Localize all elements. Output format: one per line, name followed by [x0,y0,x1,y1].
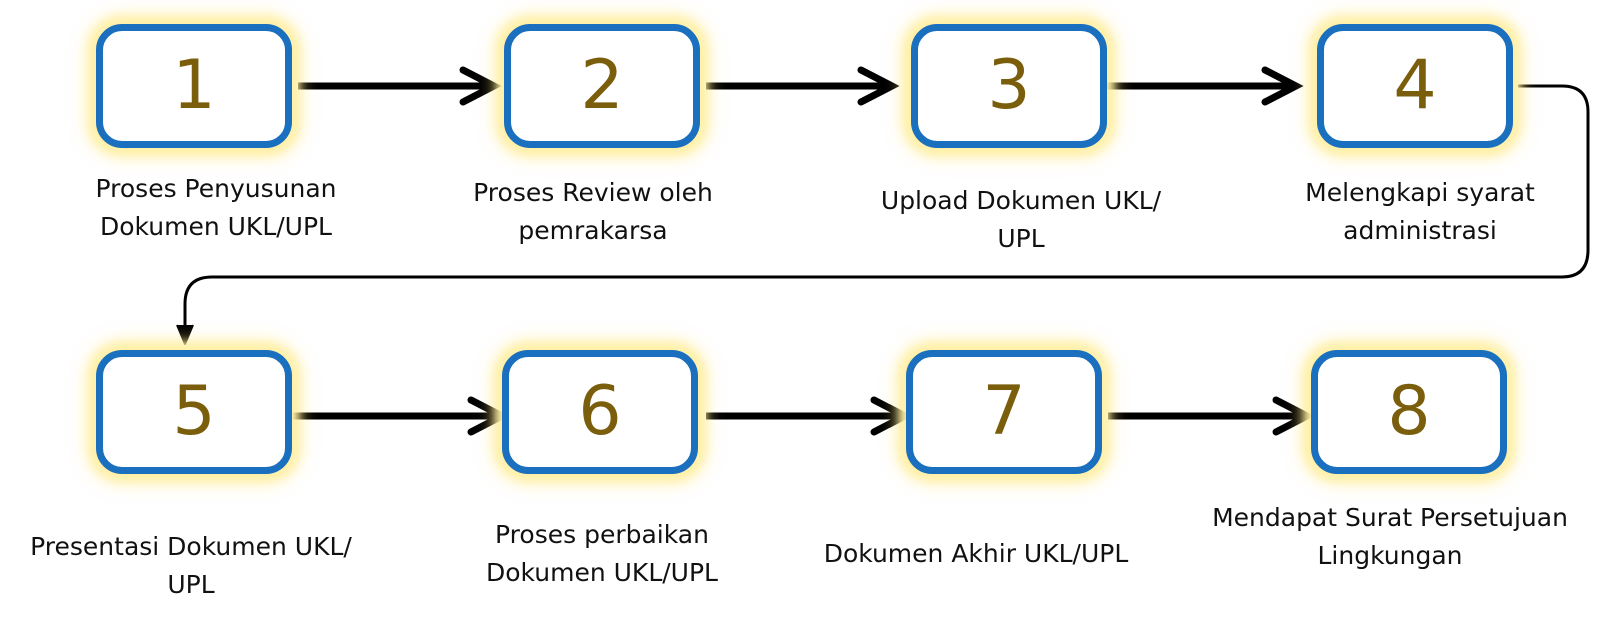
step-label-8-line-1: Mendapat Surat Persetujuan [1212,503,1568,532]
step-label-2: Proses Review oleh pemrakarsa [443,174,743,250]
step-label-6-line-1: Proses perbaikan [495,520,709,549]
step-box-2: 2 [504,24,700,148]
step-box-5: 5 [96,350,292,474]
step-label-4-line-1: Melengkapi syarat [1305,178,1535,207]
arrow-3-to-4 [1107,66,1304,106]
step-label-5-line-2: UPL [167,570,215,599]
step-label-8: Mendapat Surat Persetujuan Lingkungan [1190,499,1590,575]
arrow-5-to-6 [293,396,510,436]
step-box-6: 6 [502,350,698,474]
step-label-4: Melengkapi syarat administrasi [1270,174,1570,250]
step-number-5: 5 [172,372,216,451]
step-label-8-line-2: Lingkungan [1317,541,1463,570]
step-box-3: 3 [911,24,1107,148]
step-number-3: 3 [987,46,1031,125]
arrow-6-to-7 [706,396,913,436]
step-label-7-line-1: Dokumen Akhir UKL/UPL [823,539,1129,568]
step-label-3: Upload Dokumen UKL/ UPL [856,182,1186,258]
step-number-1: 1 [172,46,216,125]
step-label-3-line-1: Upload Dokumen UKL/ [880,186,1162,215]
step-label-7: Dokumen Akhir UKL/UPL [806,535,1146,573]
step-label-2-line-1: Proses Review oleh [473,178,713,207]
step-label-5-line-1: Presentasi Dokumen UKL/ [30,532,352,561]
step-box-4: 4 [1317,24,1513,148]
step-number-8: 8 [1387,372,1431,451]
step-label-1-line-1: Proses Penyusunan [95,174,337,203]
step-label-3-line-2: UPL [997,224,1045,253]
arrow-7-to-8 [1108,396,1315,436]
step-label-2-line-2: pemrakarsa [518,216,668,245]
step-box-7: 7 [906,350,1102,474]
step-number-4: 4 [1393,46,1437,125]
step-label-6-line-2: Dokumen UKL/UPL [486,558,718,587]
step-label-5: Presentasi Dokumen UKL/ UPL [6,528,376,604]
step-number-7: 7 [982,372,1026,451]
step-number-2: 2 [580,46,624,125]
step-box-1: 1 [96,24,292,148]
step-label-1-line-2: Dokumen UKL/UPL [100,212,332,241]
step-label-6: Proses perbaikan Dokumen UKL/UPL [452,516,752,592]
arrow-4-to-5 [176,84,1590,345]
step-number-6: 6 [578,372,622,451]
arrow-2-to-3 [706,66,900,106]
arrow-1-to-2 [298,66,502,106]
step-label-1: Proses Penyusunan Dokumen UKL/UPL [66,170,366,246]
step-box-8: 8 [1311,350,1507,474]
step-label-4-line-2: administrasi [1343,216,1497,245]
